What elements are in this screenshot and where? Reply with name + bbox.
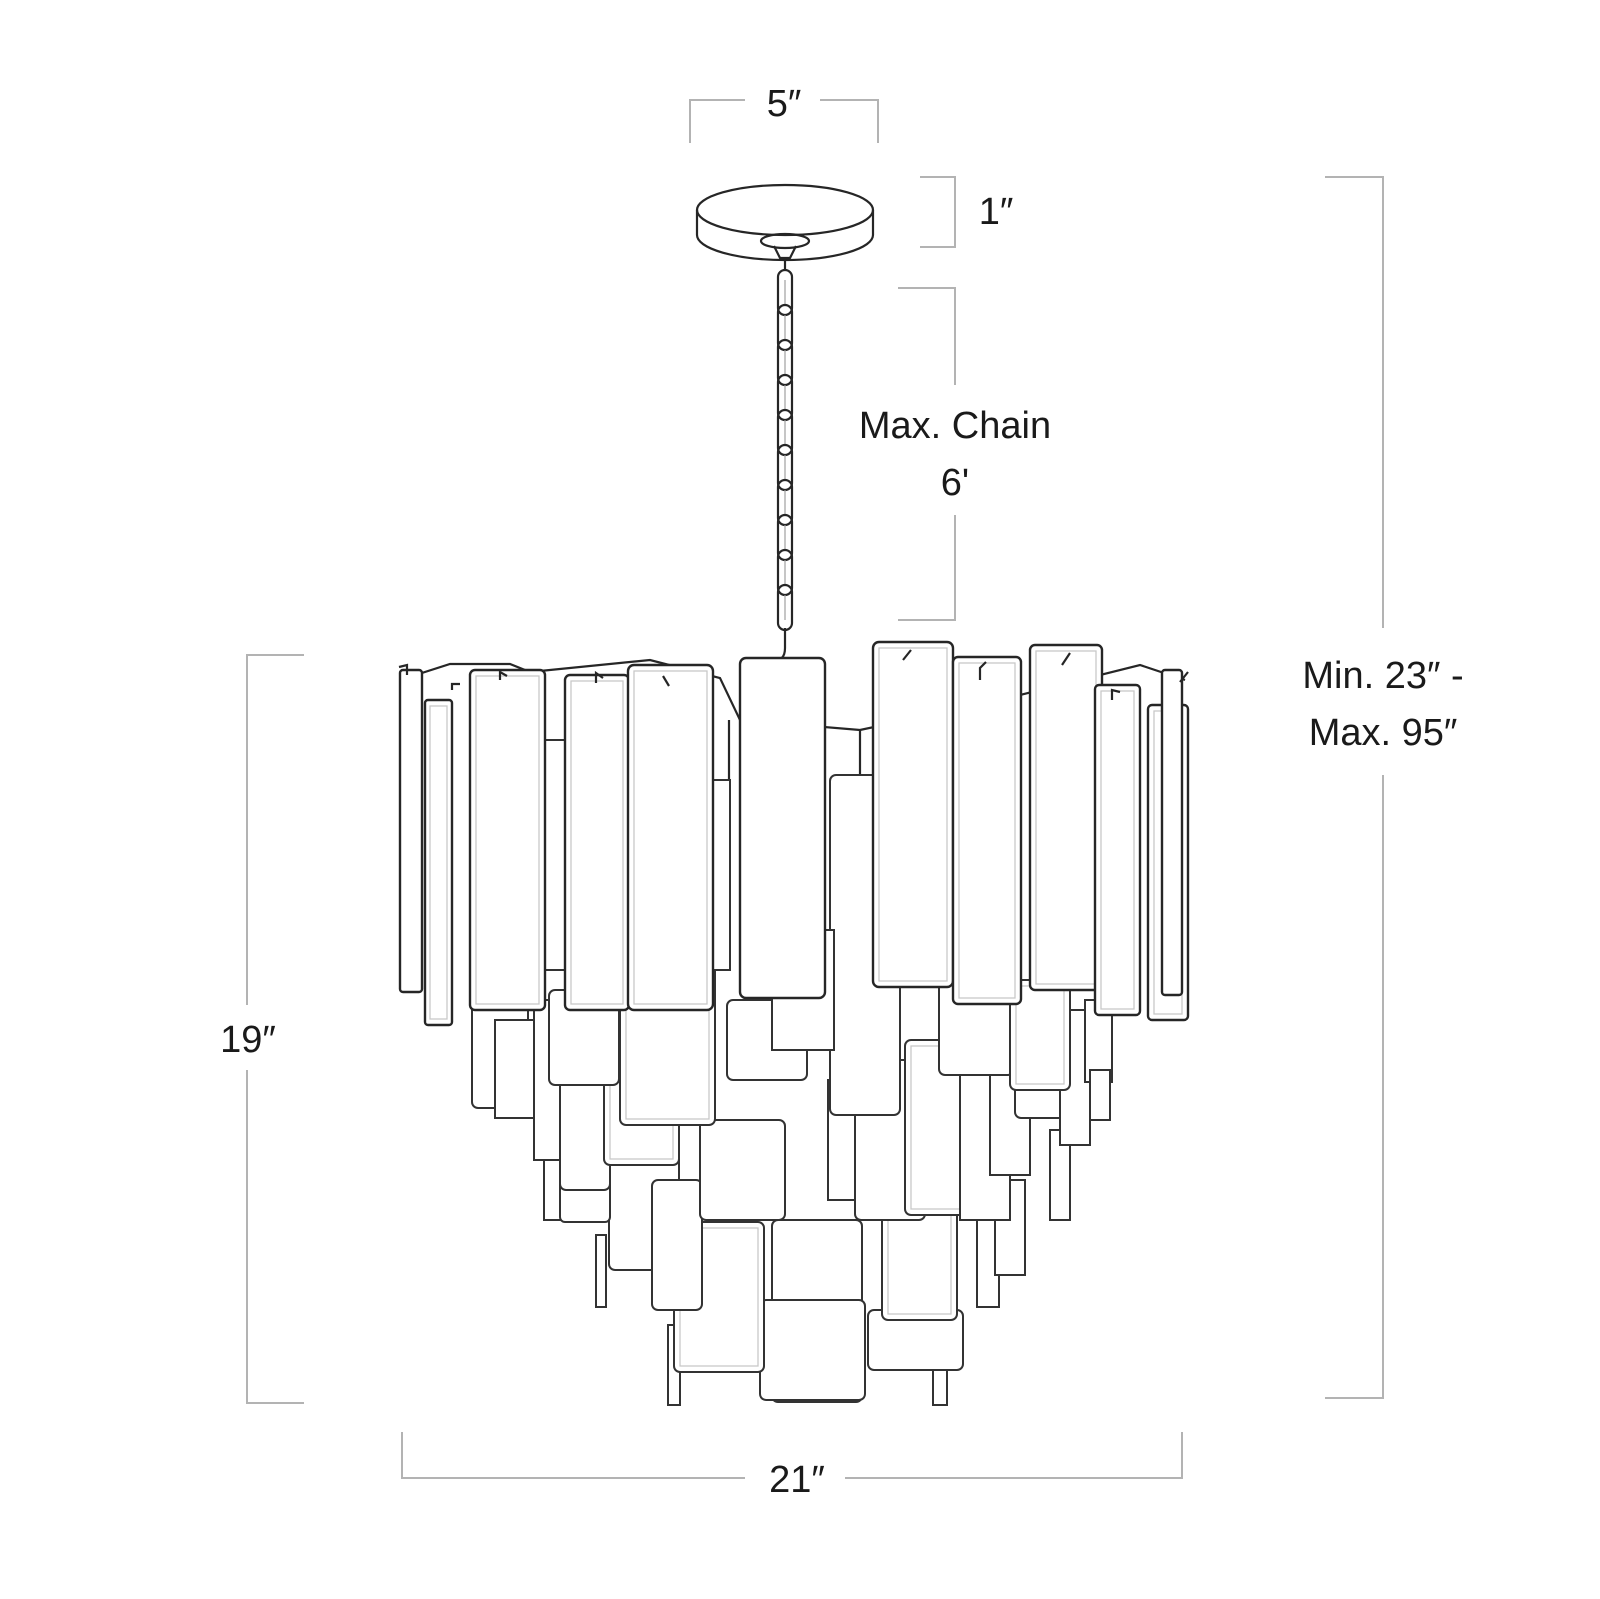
fixture-height-dimension: 19″ bbox=[220, 654, 304, 1404]
crystal-panels-front bbox=[398, 640, 1190, 1027]
canopy-width-dimension: 5″ bbox=[689, 83, 879, 143]
canopy-height-dimension: 1″ bbox=[920, 176, 1014, 248]
chain bbox=[771, 258, 794, 662]
overall-height-label-line2: Max. 95″ bbox=[1309, 712, 1458, 754]
canopy-height-label: 1″ bbox=[979, 191, 1014, 233]
overall-height-label-line1: Min. 23″ - bbox=[1302, 655, 1463, 697]
max-chain-dimension: Max. Chain 6' bbox=[859, 287, 1051, 621]
ceiling-canopy bbox=[695, 183, 875, 262]
fixture-height-label: 19″ bbox=[220, 1019, 276, 1061]
canopy-width-label: 5″ bbox=[767, 83, 802, 125]
fixture-width-dimension: 21″ bbox=[401, 1432, 1183, 1501]
max-chain-label-line1: Max. Chain bbox=[859, 405, 1051, 447]
max-chain-label-line2: 6' bbox=[941, 462, 969, 504]
crystal-panels-bottom bbox=[543, 1129, 1071, 1406]
fixture-width-label: 21″ bbox=[769, 1459, 825, 1501]
overall-height-dimension: Min. 23″ - Max. 95″ bbox=[1302, 176, 1464, 1399]
